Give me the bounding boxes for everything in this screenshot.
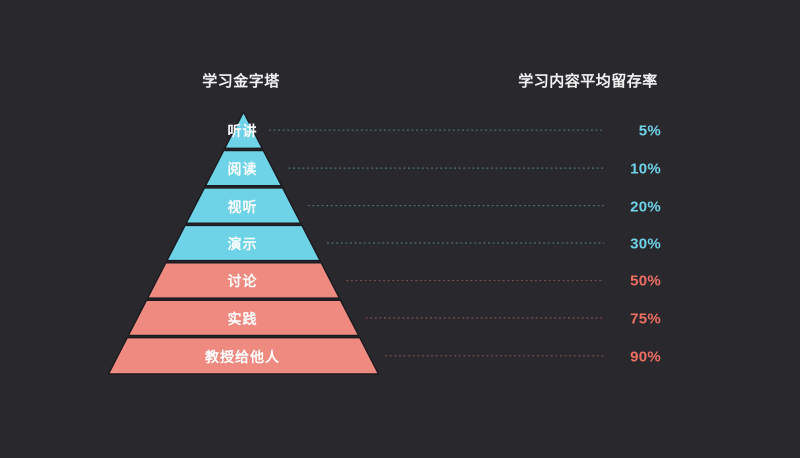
pyramid-layer-听讲[interactable]	[223, 110, 264, 150]
pyramid-layer-教授给他人[interactable]	[107, 336, 380, 375]
retention-percentage-实践: 75%	[630, 310, 661, 328]
retention-percentage-演示: 30%	[630, 235, 661, 253]
retention-percentage-听讲: 5%	[638, 122, 661, 140]
leader-line-group	[268, 129, 604, 357]
retention-percentage-阅读: 10%	[630, 160, 661, 178]
retention-percentage-教授给他人: 90%	[630, 348, 661, 366]
pyramid-layer-演示[interactable]	[165, 224, 322, 262]
pyramid-layer-group	[107, 110, 380, 375]
pyramid-layer-视听[interactable]	[185, 187, 302, 224]
pyramid-layer-实践[interactable]	[127, 299, 360, 337]
page-title-right: 学习内容平均留存率	[518, 73, 658, 90]
retention-percentage-讨论: 50%	[630, 272, 661, 290]
pyramid-layer-讨论[interactable]	[146, 262, 341, 299]
retention-percentage-视听: 20%	[630, 198, 661, 216]
page-title-left: 学习金字塔	[202, 73, 280, 90]
pyramid-layer-阅读[interactable]	[204, 149, 283, 187]
